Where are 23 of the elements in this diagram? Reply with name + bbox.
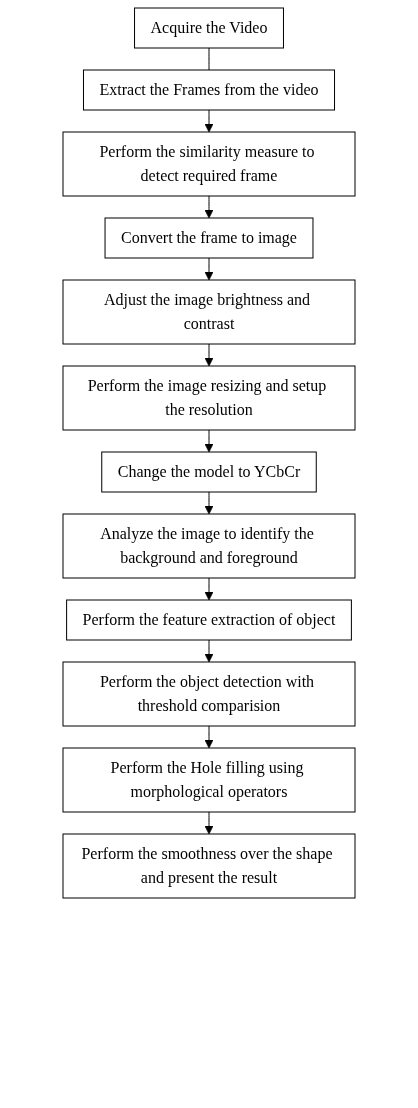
arrow [204,639,214,663]
node-box: Perform the similarity measure to detect required frame [62,131,356,197]
node-box: Change the model to YCbCr [101,451,317,493]
node-box: Analyze the image to identify the background and foreground [62,513,356,579]
arrow [204,491,214,515]
node-box: Perform the smoothness over the shape and present the result [62,833,356,899]
node-box: Perform the Hole filling using morphological operators [62,747,356,813]
arrow [204,109,214,133]
arrow [204,811,214,835]
arrow [204,257,214,281]
arrow [204,577,214,601]
arrow [204,195,214,219]
arrow [204,343,214,367]
node-box: Perform the object detection with threshold comparision [62,661,356,727]
connector [208,47,210,71]
node-box: Extract the Frames from the video [83,69,335,111]
node-box: Convert the frame to image [104,217,314,259]
node-box: Perform the image resizing and setup the resolution [62,365,356,431]
arrow [204,725,214,749]
node-box: Perform the feature extraction of object [66,599,352,641]
node-box: Acquire the Video [134,7,284,49]
arrow [204,429,214,453]
node-box: Adjust the image brightness and contrast [62,279,356,345]
